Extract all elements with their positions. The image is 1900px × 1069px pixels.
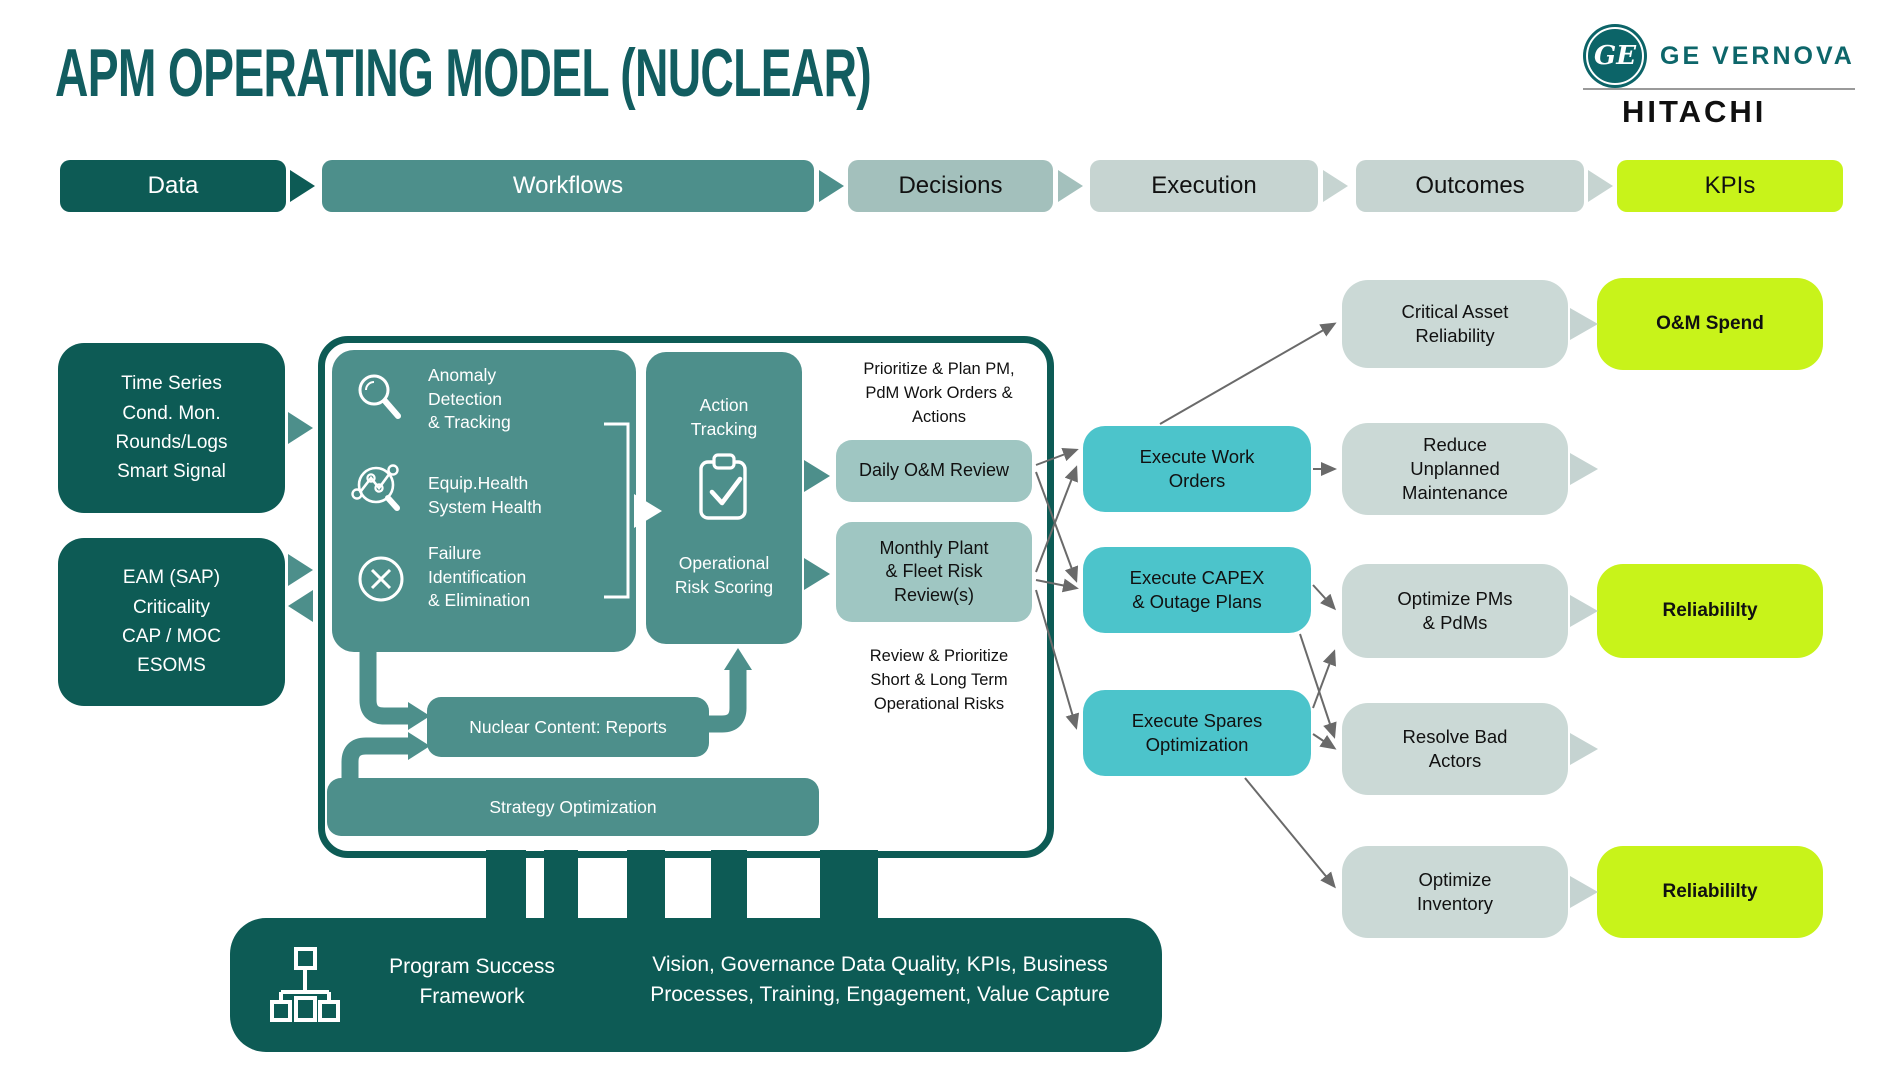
outcome-box-optimize-pms: Optimize PMs & PdMs	[1342, 564, 1568, 658]
kpi-box-om-spend: O&M Spend	[1597, 278, 1823, 370]
arrow-resolve-bad-actors-out	[1570, 733, 1598, 765]
data-sources-box-2: EAM (SAP) Criticality CAP / MOC ESOMS	[58, 538, 285, 706]
execution-box-capex-outage: Execute CAPEX & Outage Plans	[1083, 547, 1311, 633]
risk-scoring-label: Operational Risk Scoring	[674, 553, 774, 597]
org-chart-icon	[270, 947, 340, 1022]
outcome-box-optimize-inventory: Optimize Inventory	[1342, 846, 1568, 938]
arrow-capex-to-optimize-pms	[1312, 584, 1337, 611]
data-sources-box-1: Time Series Cond. Mon. Rounds/Logs Smart…	[58, 343, 285, 513]
pipeline-stage-workflows: Workflows	[322, 160, 814, 212]
hitachi-wordmark: HITACHI	[1622, 94, 1767, 129]
pipeline-stage-kpis: KPIs	[1617, 160, 1843, 212]
arrow-critical-asset-to-om-spend	[1570, 308, 1598, 340]
action-tracking-label: Action Tracking	[690, 395, 758, 439]
workflow-item-label: Equip.Health System Health	[428, 473, 542, 517]
arrow-optimize-pms-to-reliability	[1570, 595, 1598, 627]
ge-monogram-icon: GE	[1583, 24, 1647, 88]
pipeline-stage-data: Data	[60, 160, 286, 212]
pipeline-stage-outcomes: Outcomes	[1356, 160, 1584, 212]
arrow-reduce-unplanned-out	[1570, 453, 1598, 485]
execution-box-work-orders: Execute Work Orders	[1083, 426, 1311, 512]
logo-divider	[1583, 88, 1855, 90]
workflow-item-label: Failure Identification & Elimination	[428, 543, 531, 611]
program-success-bar	[230, 918, 1162, 1052]
chevron-outcomes-kpis	[1588, 170, 1613, 202]
workflow-item-label: Anomaly Detection & Tracking	[428, 365, 511, 433]
page-title: APM OPERATING MODEL (NUCLEAR)	[55, 35, 872, 111]
failure-elimination-icon	[358, 556, 404, 602]
chevron-data-workflows	[290, 170, 315, 202]
magnifier-icon	[358, 374, 401, 419]
chevron-execution-outcomes	[1323, 170, 1348, 202]
arrow-eam-to-workflows	[288, 554, 313, 586]
outcome-box-resolve-bad-actors: Resolve Bad Actors	[1342, 703, 1568, 795]
program-success-description: Vision, Governance Data Quality, KPIs, B…	[650, 953, 1110, 1007]
arrow-workflows-to-eam	[288, 590, 313, 622]
connector-stub	[486, 850, 526, 920]
arrow-spares-to-optimize-pms	[1312, 649, 1336, 709]
equipment-health-icon	[351, 464, 400, 511]
strategy-optimization-bar: Strategy Optimization	[327, 778, 819, 836]
connector-stub	[820, 850, 878, 920]
arrow-optimize-inventory-to-reliability	[1570, 876, 1598, 908]
decisions-top-note: Prioritize & Plan PM, PdM Work Orders & …	[863, 360, 1015, 426]
arrow-work-orders-to-critical-asset	[1159, 322, 1337, 425]
ge-monogram-text: GE	[1593, 41, 1637, 71]
pipeline-stage-execution: Execution	[1090, 160, 1318, 212]
pipeline-stage-decisions: Decisions	[848, 160, 1053, 212]
chevron-workflows-decisions	[819, 170, 844, 202]
connector-stub	[544, 850, 578, 920]
arrow-timeseries-to-workflows	[288, 412, 313, 444]
ge-monogram-ring: GE	[1586, 27, 1644, 85]
decisions-bottom-note: Review & Prioritize Short & Long Term Op…	[869, 647, 1009, 713]
arrow-spares-to-optimize-inventory	[1244, 777, 1336, 889]
execution-box-spares: Execute Spares Optimization	[1083, 690, 1311, 776]
decision-box-daily-om-review: Daily O&M Review	[836, 440, 1032, 502]
decision-box-monthly-risk-review: Monthly Plant & Fleet Risk Review(s)	[836, 522, 1032, 622]
arrow-spares-to-resolve-bad-actors	[1312, 733, 1337, 750]
outcome-box-reduce-unplanned: Reduce Unplanned Maintenance	[1342, 423, 1568, 515]
connector-stub	[711, 850, 747, 920]
connector-stub	[627, 850, 665, 920]
nuclear-reports-bar: Nuclear Content: Reports	[427, 697, 709, 757]
ge-vernova-wordmark: GE VERNOVA	[1660, 42, 1855, 70]
kpi-box-reliability-2: Reliabililty	[1597, 846, 1823, 938]
program-success-label: Program Success Framework	[389, 955, 555, 1009]
clipboard-check-icon	[699, 453, 747, 520]
outcome-box-critical-asset: Critical Asset Reliability	[1342, 280, 1568, 368]
kpi-box-reliability-1: Reliabililty	[1597, 564, 1823, 658]
chevron-decisions-execution	[1058, 170, 1083, 202]
